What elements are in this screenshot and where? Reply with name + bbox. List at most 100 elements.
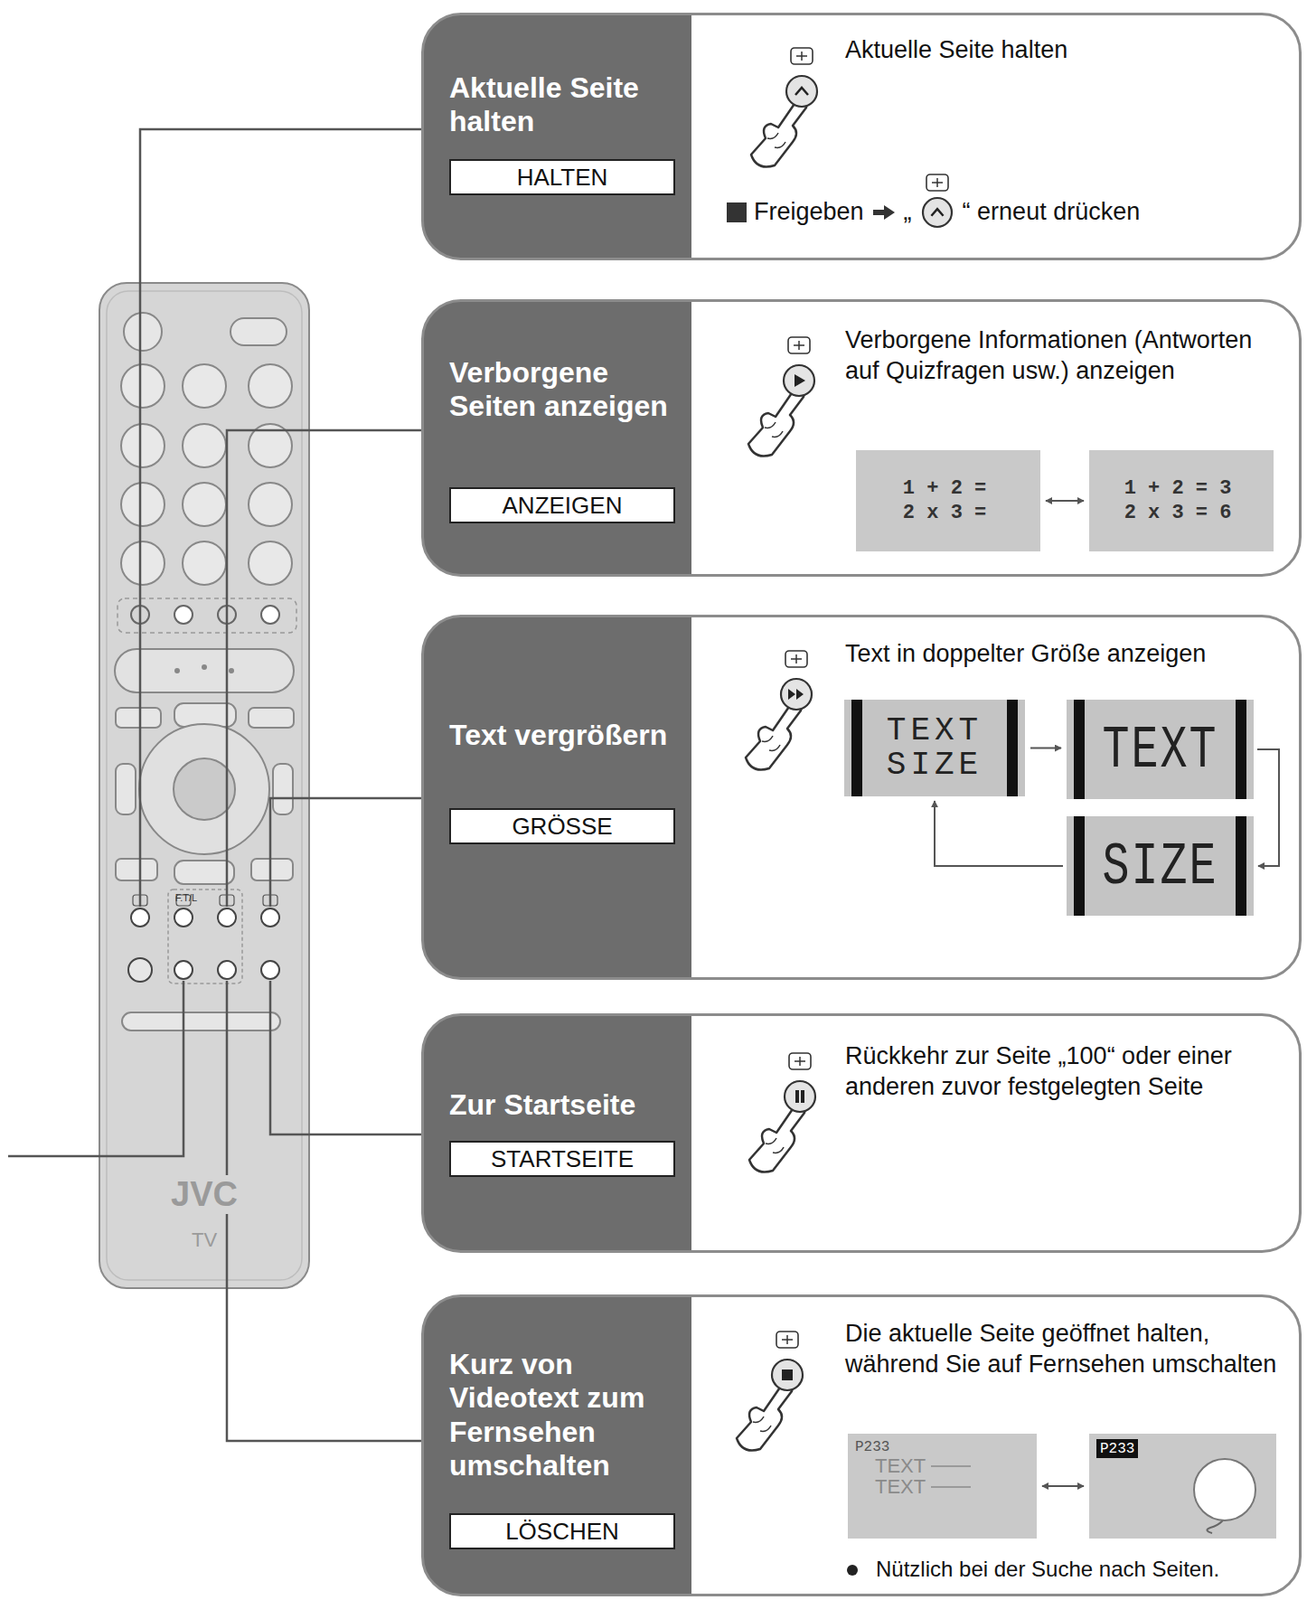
page-number: P233 — [1100, 1440, 1135, 1458]
button-glyph — [795, 1090, 805, 1103]
text-line: TEXT — [874, 1476, 1030, 1497]
button-symbol — [931, 178, 943, 188]
button-symbol — [793, 340, 805, 350]
button-name: HALTEN — [517, 163, 609, 192]
button-symbol-box — [776, 1331, 799, 1348]
instruction-text: “ erneut drücken — [962, 197, 1141, 228]
dot — [228, 667, 235, 674]
button-symbol-box — [790, 47, 813, 65]
text-line: TEXT — [874, 1455, 1030, 1477]
number-button — [121, 541, 165, 585]
button-name-box: LÖSCHEN — [449, 1513, 676, 1550]
function-panel: Text vergrößernText in doppelter Größe a… — [421, 614, 1302, 980]
button-symbol — [796, 51, 808, 61]
screen-text: SIZE — [1101, 831, 1218, 902]
function-panel: Aktuelle Seite haltenAktuelle Seite halt… — [421, 12, 1302, 261]
button-glyph — [795, 87, 809, 95]
hand-crease — [765, 1137, 784, 1153]
color-button — [174, 605, 193, 624]
leader-line — [8, 980, 184, 1157]
button-name: STARTSEITE — [490, 1145, 634, 1174]
number-button — [248, 364, 292, 408]
remote-button — [248, 707, 294, 728]
button-name-box: STARTSEITE — [449, 1140, 676, 1177]
button-name-box: ANZEIGEN — [449, 487, 676, 524]
panel-heading: Aktuelle Seite halten — [449, 71, 687, 140]
button-label: F.T/L — [175, 892, 198, 903]
panel-description: Text in doppelter Größe anzeigen — [845, 639, 1279, 670]
number-button — [182, 482, 226, 527]
function-panel: Zur Startseite Rückkehr zur Seite „100“ o… — [421, 1013, 1302, 1253]
connector-arrow — [1042, 1485, 1084, 1487]
direction-pad — [139, 724, 270, 855]
teletext-button — [131, 908, 150, 927]
panel-heading: Kurz von Videotext zum Fernsehen umschal… — [449, 1347, 687, 1484]
screen-text: TEXT SIZE — [886, 714, 983, 783]
balloon-string — [1206, 1520, 1223, 1533]
button-symbol — [781, 1335, 793, 1345]
dash-line — [930, 1465, 971, 1467]
leader-line — [226, 980, 422, 1441]
page-number-box: P233 — [1096, 1438, 1138, 1458]
number-buttons — [121, 364, 292, 585]
teletext-screen: 1 + 2 = 3 2 x 3 = 6 — [1089, 450, 1274, 552]
button-glyph — [781, 1369, 793, 1381]
remote-rocker — [114, 648, 294, 693]
panel-description: Die aktuelle Seite geöffnet halten, währ… — [845, 1318, 1279, 1381]
teletext-screen: 1 + 2 = 2 x 3 = — [855, 450, 1041, 552]
screen-text: TEXT — [1101, 714, 1218, 785]
button-name-box: GRÖSSE — [449, 808, 676, 845]
hand-crease — [752, 1416, 772, 1431]
teletext-button — [217, 908, 236, 927]
leader-lines — [8, 129, 422, 1441]
function-panel: Kurz von Videotext zum Fernsehen umschal… — [421, 1294, 1302, 1597]
remote-edge — [106, 291, 302, 1280]
button-symbol — [790, 654, 802, 664]
remote-button-icon — [771, 1359, 803, 1391]
panel-heading: Verborgene Seiten anzeigen — [449, 356, 687, 424]
teletext-button — [261, 960, 280, 979]
remote-button-icon — [922, 197, 952, 227]
color-buttons — [131, 605, 280, 624]
quote-mark: „ — [903, 197, 913, 228]
panel-description: Aktuelle Seite halten — [845, 35, 1279, 66]
pressing-hand — [749, 1103, 806, 1173]
panel-note: Nützlich bei der Suche nach Seiten. — [875, 1556, 1220, 1581]
hand-crease — [767, 132, 786, 148]
connector-arrow — [1257, 749, 1279, 866]
text-slot: Verborgene Informationen (Antworten auf … — [845, 325, 1279, 387]
screen-text: TEXT — [874, 1455, 926, 1477]
remote-button — [251, 858, 293, 881]
arrow-symbol — [871, 203, 897, 222]
panel-description: Verborgene Informationen (Antworten auf … — [845, 325, 1279, 387]
page-number-row: P233 — [855, 1438, 1030, 1456]
panel-heading: Zur Startseite — [449, 1088, 687, 1122]
remote-button-icon — [784, 1081, 816, 1112]
button-group-frame — [168, 889, 243, 984]
brand-label: TV — [191, 1228, 217, 1252]
button-name: ANZEIGEN — [502, 491, 623, 520]
button-symbol — [794, 1056, 806, 1066]
text-slot: Rückkehr zur Seite „100“ oder einer ande… — [845, 1041, 1279, 1103]
screen-text: 1 + 2 = 3 2 x 3 = 6 — [1124, 476, 1240, 527]
remote-button — [123, 312, 162, 351]
hand-crease — [764, 422, 783, 437]
brand-label: JVC — [167, 1175, 242, 1214]
remote-button-strip — [122, 1012, 281, 1031]
balloon — [1194, 1458, 1256, 1521]
text-slot: Aktuelle Seite halten — [449, 71, 687, 140]
remote-button-icon — [780, 678, 812, 710]
dot — [174, 667, 180, 674]
button-glyph — [930, 208, 943, 217]
dot — [201, 664, 207, 670]
page-number: P233 — [855, 1438, 890, 1456]
button-symbol-box — [785, 650, 808, 668]
button-name: GRÖSSE — [511, 812, 612, 841]
text-slot: Die aktuelle Seite geöffnet halten, währ… — [845, 1318, 1279, 1381]
button-symbol-box — [789, 1053, 811, 1070]
connector-arrow — [1045, 499, 1084, 502]
leader-line — [226, 430, 422, 907]
number-button — [121, 423, 165, 468]
arrow-shape — [873, 205, 895, 220]
